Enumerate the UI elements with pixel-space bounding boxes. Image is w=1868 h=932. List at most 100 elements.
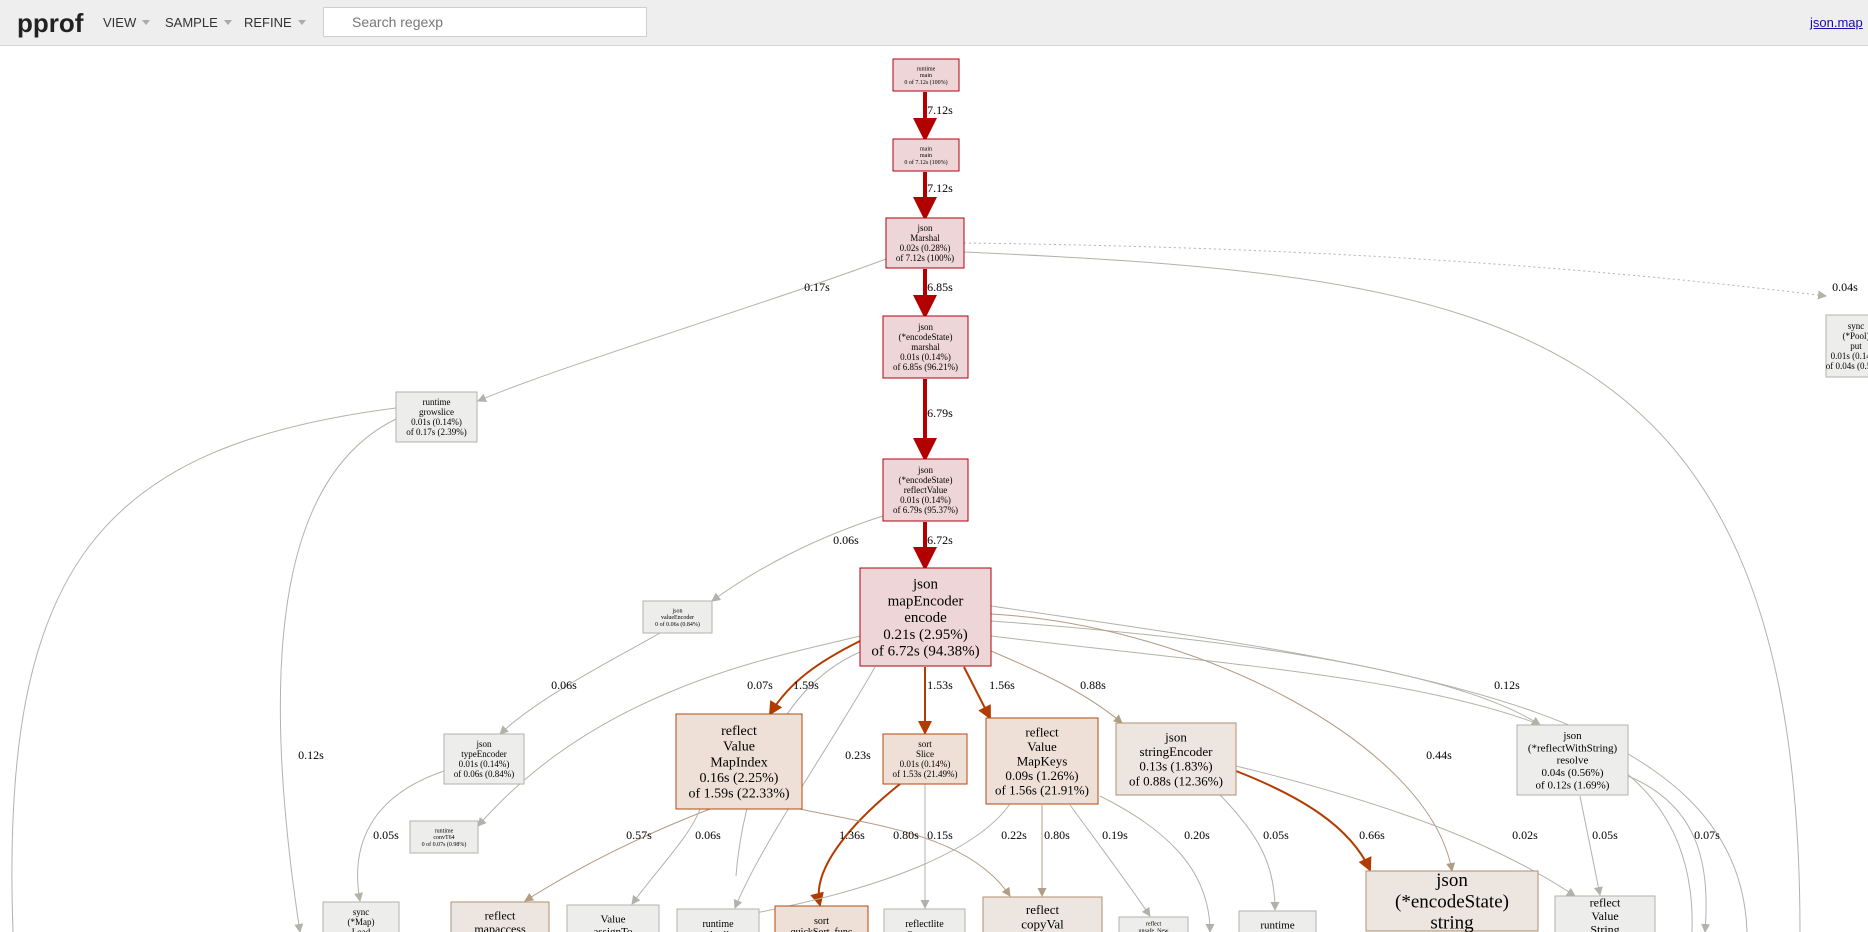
edge-label: 0.88s xyxy=(1080,678,1106,692)
node-box[interactable] xyxy=(982,896,1103,932)
edge-label: 0.07s xyxy=(1694,828,1720,842)
node-box[interactable] xyxy=(1516,724,1629,796)
node-box[interactable] xyxy=(882,458,969,522)
edge-label: 1.53s xyxy=(927,678,953,692)
call-edge[interactable] xyxy=(990,620,1541,726)
node-box[interactable] xyxy=(985,717,1099,805)
call-edge[interactable] xyxy=(354,770,445,902)
node-box[interactable] xyxy=(1365,870,1539,932)
call-edge[interactable] xyxy=(963,242,1827,300)
edge-label: 0.17s xyxy=(804,280,830,294)
node-box[interactable] xyxy=(882,315,969,379)
call-edge[interactable] xyxy=(279,418,397,932)
call-edge[interactable] xyxy=(768,640,861,716)
view-menu[interactable]: VIEW xyxy=(103,15,151,30)
node-label: Swapper xyxy=(907,930,943,932)
call-edge[interactable] xyxy=(1235,770,1372,872)
call-edge[interactable] xyxy=(524,808,711,902)
node-box[interactable] xyxy=(882,733,968,785)
node-label: assignTo xyxy=(594,926,633,932)
node-label: 0 of 0.06s (0.84%) xyxy=(655,621,700,628)
node-box[interactable] xyxy=(859,567,992,667)
call-edge[interactable] xyxy=(1579,795,1603,896)
call-edge[interactable] xyxy=(477,258,887,403)
node-box[interactable] xyxy=(675,713,803,810)
node-sync_map[interactable]: sync(*Map)Load xyxy=(322,901,400,932)
node-swapper[interactable]: reflectliteSwapper xyxy=(883,908,966,932)
current-focus-link[interactable]: json.map xyxy=(1810,15,1863,30)
node-box[interactable] xyxy=(883,908,966,932)
sample-menu[interactable]: SAMPLE xyxy=(165,15,232,30)
node-box[interactable] xyxy=(676,908,760,932)
node-box[interactable] xyxy=(450,901,550,932)
node-es_string[interactable]: json(*encodeState)string xyxy=(1365,870,1539,932)
call-edge[interactable] xyxy=(499,632,661,735)
app-title: pprof xyxy=(17,8,84,38)
node-label: (*Map) xyxy=(348,917,375,927)
node-label: json xyxy=(1435,870,1468,891)
call-edge[interactable] xyxy=(1219,794,1280,911)
node-quicksort[interactable]: sortquickSort_func xyxy=(774,905,869,932)
call-edge[interactable] xyxy=(799,808,1011,897)
node-box[interactable] xyxy=(774,905,869,932)
node-box[interactable] xyxy=(1118,916,1189,932)
node-box[interactable] xyxy=(566,904,660,932)
refine-menu[interactable]: REFINE xyxy=(244,15,306,30)
edge-label: 0.15s xyxy=(927,828,953,842)
node-box[interactable] xyxy=(1115,722,1237,796)
call-edge[interactable] xyxy=(631,808,701,905)
node-box[interactable] xyxy=(322,901,400,932)
edge-label: 0.22s xyxy=(1001,828,1027,842)
node-box[interactable] xyxy=(443,733,525,785)
node-makeslice[interactable]: runtimemakeslice xyxy=(676,908,760,932)
call-edge[interactable] xyxy=(810,783,901,907)
call-edge[interactable] xyxy=(990,650,1123,724)
node-box[interactable] xyxy=(642,600,713,634)
node-box[interactable] xyxy=(1554,895,1656,932)
call-edge[interactable] xyxy=(711,515,884,602)
node-label: reflect xyxy=(1146,921,1162,928)
call-edge[interactable] xyxy=(990,613,1456,872)
call-edge[interactable] xyxy=(477,635,861,827)
call-edge[interactable] xyxy=(1235,765,1576,897)
search-input[interactable] xyxy=(323,7,647,37)
refine-menu-label: REFINE xyxy=(244,15,292,30)
call-edge[interactable] xyxy=(963,666,991,720)
node-box[interactable] xyxy=(395,391,478,443)
node-box[interactable] xyxy=(1238,910,1317,932)
call-edge-line xyxy=(990,605,1748,932)
call-edge[interactable] xyxy=(1627,775,1711,932)
node-box[interactable] xyxy=(892,58,960,92)
node-box[interactable] xyxy=(1825,314,1868,378)
call-edge[interactable] xyxy=(1099,795,1215,932)
node-box[interactable] xyxy=(885,217,965,269)
node-ifaceeq[interactable]: runtimeifaceeq xyxy=(1238,910,1317,932)
node-label: reflect xyxy=(485,908,516,922)
call-edge[interactable] xyxy=(739,803,1011,919)
call-edge[interactable] xyxy=(1069,804,1151,917)
node-box[interactable] xyxy=(409,820,479,854)
node-box[interactable] xyxy=(892,138,960,172)
